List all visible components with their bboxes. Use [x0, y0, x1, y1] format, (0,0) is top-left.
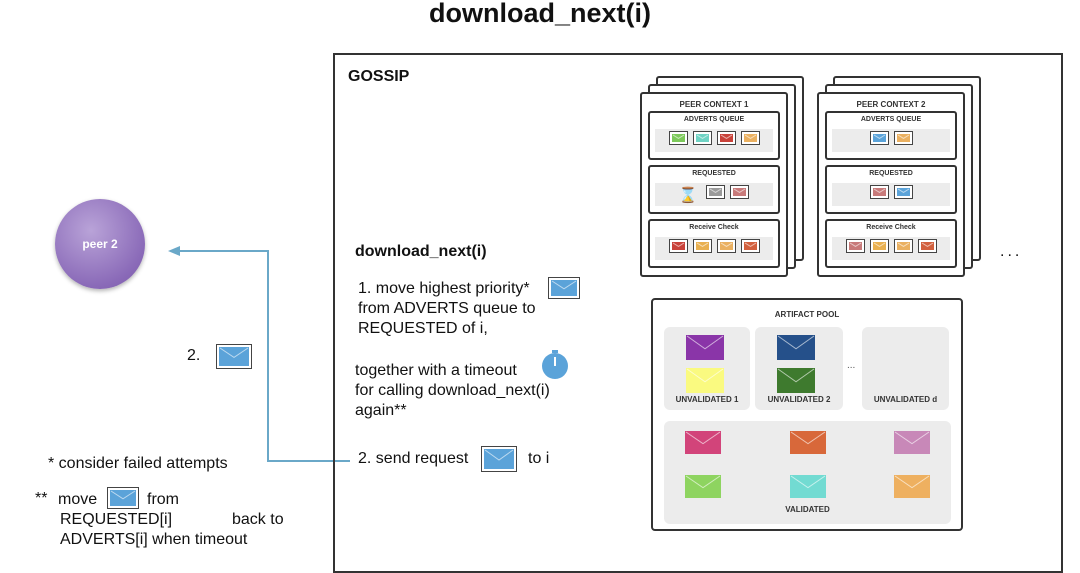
envelope-tray [832, 129, 950, 152]
envelope-icon [789, 475, 826, 503]
peer-context-card: PEER CONTEXT 1 ADVERTS QUEUE REQUESTED ⌛ Rec… [640, 92, 788, 277]
artifact-pool-title: ARTIFACT POOL [774, 310, 840, 319]
pool-ellipsis: ... [847, 360, 856, 371]
request-arrow [168, 246, 350, 462]
stopwatch-icon [542, 350, 568, 379]
step1-line2: from ADVERTS queue to [358, 300, 536, 317]
envelope-icon [894, 475, 930, 503]
context-section: Receive Check [825, 219, 957, 268]
context-section: REQUESTED [825, 165, 957, 214]
envelope-icon [740, 239, 760, 258]
envelope-icon [685, 431, 721, 459]
context-section-label: Receive Check [689, 224, 739, 231]
envelope-tray [655, 129, 773, 152]
unvalidated-section: UNVALIDATED 1 [664, 327, 750, 410]
diagram-title: download_next(i) [429, 0, 651, 28]
envelope-icon [789, 431, 826, 459]
peer-context-card: PEER CONTEXT 2 ADVERTS QUEUE REQUESTED Rece… [817, 92, 965, 277]
context-section-label: ADVERTS QUEUE [683, 116, 745, 123]
envelope-tray: ⌛ [655, 183, 773, 206]
step2-text: 2. send request [358, 450, 469, 467]
envelope-icon [740, 131, 760, 150]
envelope-icon [668, 239, 688, 258]
context-section-label: REQUESTED [692, 170, 736, 177]
unvalidated-label: UNVALIDATED 2 [767, 395, 831, 404]
unvalidated-section: UNVALIDATED d [862, 327, 949, 410]
peer-context-title: PEER CONTEXT 2 [856, 100, 926, 109]
footnote-2-requested: REQUESTED[i] [60, 511, 173, 528]
unvalidated-label: UNVALIDATED 1 [675, 395, 739, 404]
envelope-icon [894, 431, 930, 459]
envelope-icon [869, 131, 889, 150]
footnote-2-move: move [58, 491, 98, 508]
artifact-pool: ARTIFACT POOL UNVALIDATED 1 UNVALIDATED … [651, 298, 963, 531]
footnote-2-from: from [147, 491, 179, 508]
envelope-icon [917, 239, 937, 258]
context-section-label: REQUESTED [869, 170, 913, 177]
step1-line5: for calling download_next(i) [355, 382, 550, 399]
validated-section: VALIDATED [664, 421, 951, 524]
footnote-1: * consider failed attempts [48, 455, 228, 472]
context-section-label: ADVERTS QUEUE [860, 116, 922, 123]
envelope-tray [832, 183, 950, 206]
step1-line6: again** [355, 402, 407, 419]
message-envelope-icon [481, 446, 517, 477]
step2-target: to i [528, 450, 550, 467]
envelope-icon [692, 239, 712, 258]
envelope-icon [893, 131, 913, 150]
envelope-icon [686, 368, 724, 398]
unvalidated-label: UNVALIDATED d [873, 395, 938, 404]
envelope-icon [716, 239, 736, 258]
footnote-2-star: ** [35, 490, 48, 507]
envelope-tray [832, 237, 950, 260]
more-contexts-ellipsis: ... [1000, 243, 1023, 260]
validated-label: VALIDATED [785, 505, 830, 514]
envelope-icon [893, 185, 913, 204]
envelope-icon [692, 131, 712, 150]
envelope-icon [893, 239, 913, 258]
envelope-tray [655, 237, 773, 260]
step1-line3: REQUESTED of i, [358, 320, 488, 337]
context-section: Receive Check [648, 219, 780, 268]
procedure-heading: download_next(i) [355, 243, 487, 260]
message-envelope-icon [107, 487, 139, 514]
envelope-icon [777, 368, 815, 398]
envelope-icon [716, 131, 736, 150]
message-envelope-icon [548, 277, 580, 304]
message-envelope-icon [216, 344, 252, 374]
envelope-icon [845, 239, 865, 258]
envelope-icon [706, 185, 726, 204]
context-section: REQUESTED ⌛ [648, 165, 780, 214]
step1-line1: 1. move highest priority* [358, 280, 530, 297]
hourglass-icon: ⌛ [678, 186, 698, 204]
peer-node-label: peer 2 [82, 237, 118, 251]
step1-line4: together with a timeout [355, 362, 517, 379]
envelope-icon [869, 185, 889, 204]
context-section-label: Receive Check [866, 224, 916, 231]
unvalidated-section: UNVALIDATED 2 [755, 327, 843, 410]
gossip-label: GOSSIP [348, 68, 410, 85]
footnote-2-timeout: ADVERTS[i] when timeout [60, 531, 248, 548]
envelope-icon [869, 239, 889, 258]
context-section: ADVERTS QUEUE [648, 111, 780, 160]
peer-context-title: PEER CONTEXT 1 [679, 100, 749, 109]
envelope-icon [777, 335, 815, 365]
context-section: ADVERTS QUEUE [825, 111, 957, 160]
peer-node: peer 2 [55, 199, 145, 289]
arrow-step-label: 2. [187, 347, 201, 364]
envelope-icon [686, 335, 724, 365]
envelope-icon [685, 475, 721, 503]
envelope-icon [668, 131, 688, 150]
envelope-icon [730, 185, 750, 204]
footnote-2-back-to: back to [232, 511, 284, 528]
